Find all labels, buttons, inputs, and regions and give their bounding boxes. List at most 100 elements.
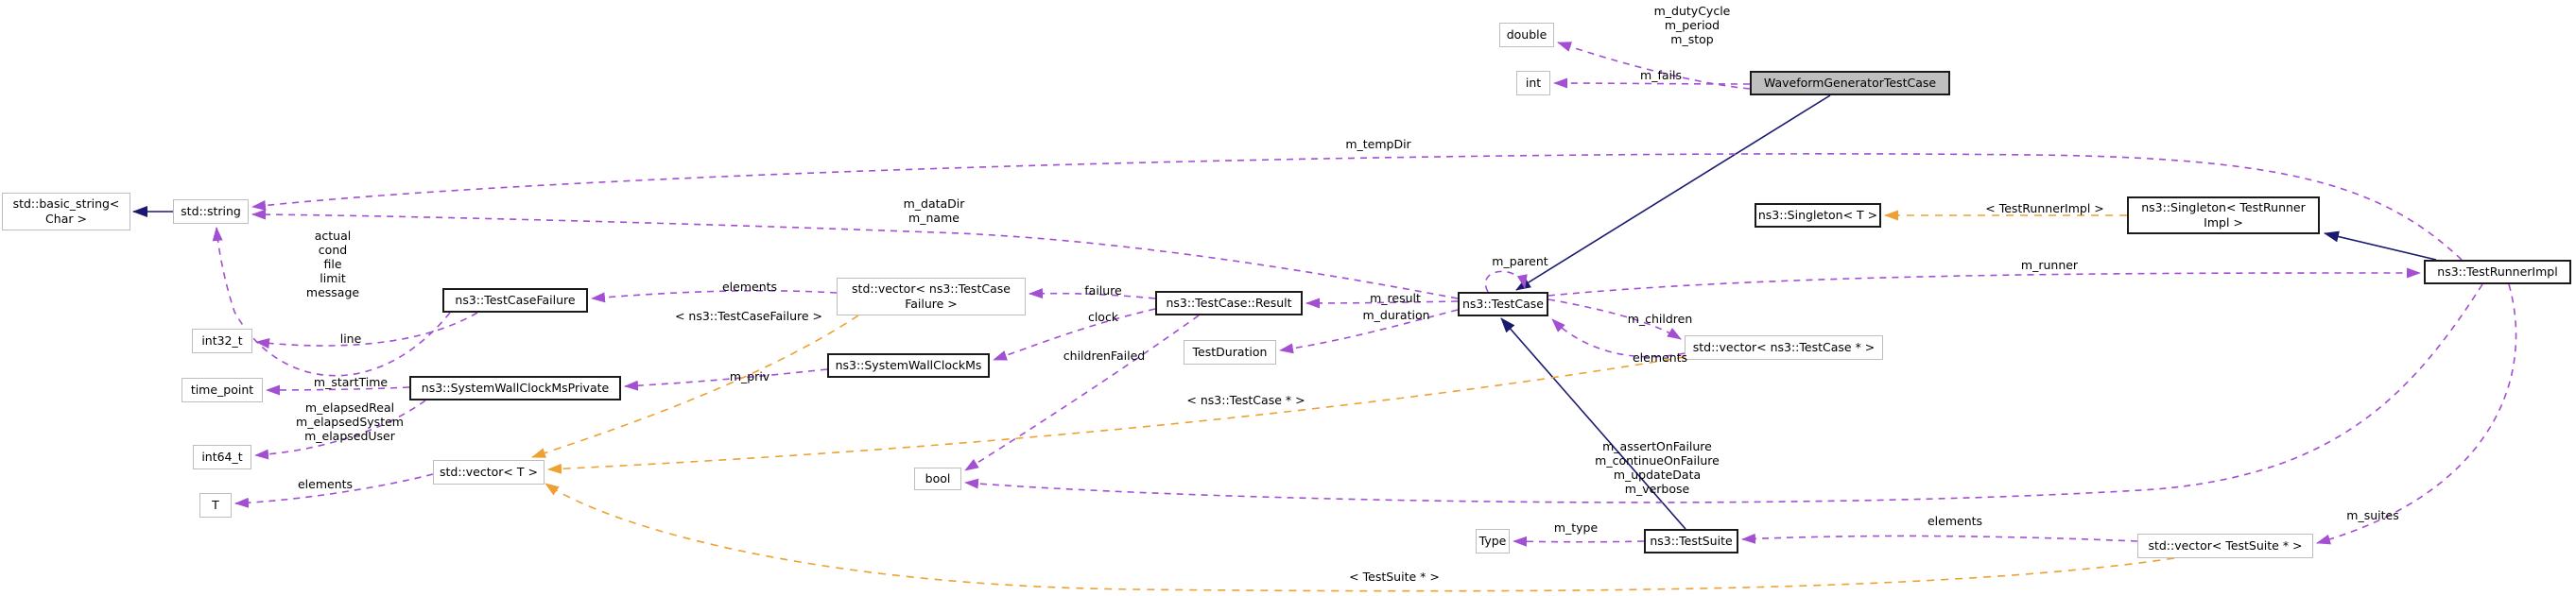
edge-label-line: limit xyxy=(320,271,346,285)
class-node-label: TestDuration xyxy=(1192,344,1268,359)
edge-label-line: m_stop xyxy=(1670,32,1714,46)
edge-inherit_tri-inherit xyxy=(2324,230,2437,261)
edge-label-line: m_continueOnFailure xyxy=(1595,453,1720,468)
class-node-label: std::string xyxy=(181,203,241,218)
edge-label-m_result: m_result xyxy=(1370,291,1421,305)
edge-label-line: m_parent xyxy=(1492,254,1548,268)
edge-inherit_wgtc-inherit xyxy=(1515,94,1831,291)
class-node-label: Char > xyxy=(45,212,87,226)
edge-label-m_fails: m_fails xyxy=(1640,68,1682,82)
edge-label-line: m_assertOnFailure xyxy=(1602,439,1712,453)
class-node-vects: std::vector< TestSuite * > xyxy=(2137,534,2313,558)
edge-m_children-member xyxy=(1547,298,1682,340)
class-node-tcf[interactable]: ns3::TestCaseFailure xyxy=(442,288,588,313)
class-node-double: double xyxy=(1499,23,1554,47)
class-node-label: std::vector< T > xyxy=(440,464,538,479)
edge-tmpl_ts-template xyxy=(545,483,2175,592)
edge-m_priv-member xyxy=(624,368,828,391)
class-node-label: ns3::SystemWallClockMs xyxy=(835,357,982,372)
class-node-label: WaveformGeneratorTestCase xyxy=(1763,75,1937,90)
edge-label-m_suites: m_suites xyxy=(2346,508,2398,522)
class-node-label: ns3::Singleton< T > xyxy=(1757,207,1878,222)
edge-label-tmpl_tcf: < ns3::TestCaseFailure > xyxy=(675,309,822,323)
edge-label-line: m_elapsedReal xyxy=(304,400,395,415)
class-node-label: ns3::SystemWallClockMsPrivate xyxy=(421,380,610,395)
class-node-label: T xyxy=(212,497,219,512)
edge-label-line: m_duration xyxy=(1362,308,1430,322)
class-node-label: bool xyxy=(925,470,951,485)
edge-label-line: line xyxy=(340,332,362,346)
edge-label-elements_tcf: elements xyxy=(722,280,777,294)
edge-label-line: message xyxy=(305,285,360,299)
edge-label-elements_ts: elements xyxy=(1928,514,1982,528)
edge-label-m_duration: m_duration xyxy=(1362,308,1429,322)
edge-label-m_starttime: m_startTime xyxy=(314,375,388,389)
class-node-label: Failure > xyxy=(905,297,958,311)
edge-m_runner-member xyxy=(1547,267,2421,297)
edge-clock-member xyxy=(993,308,1156,361)
class-node-label: double xyxy=(1506,26,1547,42)
edge-label-line: actual xyxy=(314,229,352,243)
class-node-tri[interactable]: ns3::TestRunnerImpl xyxy=(2424,260,2571,284)
edge-label-line: m_dutyCycle xyxy=(1653,4,1731,18)
class-node-wgtc: WaveformGeneratorTestCase xyxy=(1750,71,1950,95)
class-node-int: int xyxy=(1516,71,1550,95)
edge-label-tmpl_singleton: < TestRunnerImpl > xyxy=(1985,201,2104,215)
class-node-singletont[interactable]: ns3::Singleton< T > xyxy=(1755,203,1881,228)
class-node-label: ns3::TestRunnerImpl xyxy=(2437,264,2558,279)
edge-label-line: < ns3::TestCase * > xyxy=(1186,393,1305,407)
edge-label-line: m_children xyxy=(1627,312,1693,326)
edge-tmpl_tcptr-template xyxy=(547,356,1686,474)
edge-label-m_runner: m_runner xyxy=(2021,258,2078,272)
edge-label-line: childrenFailed xyxy=(1063,349,1146,363)
edge-elements_t-member xyxy=(234,473,434,508)
class-node-duration: TestDuration xyxy=(1184,340,1276,365)
edge-label-line: m_suites xyxy=(2346,508,2399,522)
class-node-label: time_point xyxy=(190,382,254,397)
class-node-label: ns3::TestCase xyxy=(1461,296,1545,311)
class-node-testcase[interactable]: ns3::TestCase xyxy=(1458,292,1548,316)
edge-m_type-member xyxy=(1513,536,1645,547)
edge-m_suites-member xyxy=(2316,283,2517,545)
class-node-label: ns3::Singleton< TestRunner xyxy=(2141,199,2306,214)
edge-m_starttime-member xyxy=(266,384,410,396)
edge-label-line: m_elapsedUser xyxy=(304,429,395,443)
class-node-result[interactable]: ns3::TestCase::Result xyxy=(1155,291,1303,315)
class-node-int64: int64_t xyxy=(193,445,251,469)
class-node-swcmp[interactable]: ns3::SystemWallClockMsPrivate xyxy=(409,376,621,400)
edge-label-m_tempdir: m_tempDir xyxy=(1345,137,1410,151)
edge-label-clock: clock xyxy=(1088,310,1118,324)
class-node-int32: int32_t xyxy=(192,329,252,353)
edge-label-line: m_period xyxy=(1664,18,1720,32)
edge-m_result-member xyxy=(1305,298,1459,309)
class-node-label: ns3::TestCaseFailure xyxy=(455,292,576,307)
class-node-basic_string: std::basic_string<Char > xyxy=(2,193,130,230)
edge-label-line: m_runner xyxy=(2020,258,2079,272)
class-node-bool: bool xyxy=(914,468,961,490)
edge-label-line: elements xyxy=(721,280,778,294)
edge-label-line: m_priv xyxy=(729,369,770,383)
edge-elements_tcf-member xyxy=(591,289,838,303)
class-node-swcm[interactable]: ns3::SystemWallClockMs xyxy=(827,353,990,378)
class-node-testsuite[interactable]: ns3::TestSuite xyxy=(1644,529,1738,553)
edge-label-line: cond xyxy=(318,243,348,257)
edge-label-line: < TestSuite * > xyxy=(1349,570,1440,584)
edge-m_fails-member xyxy=(1553,77,1751,89)
edge-label-line: file xyxy=(323,257,342,271)
edge-tmpl_tcf-template xyxy=(531,315,859,458)
class-node-label: int32_t xyxy=(201,332,243,348)
class-node-vect: std::vector< T > xyxy=(433,460,545,485)
edge-label-m_children: m_children xyxy=(1628,312,1693,326)
class-node-label: Type xyxy=(1478,533,1507,548)
class-node-label: int64_t xyxy=(201,449,243,464)
edge-m_duration-member xyxy=(1279,309,1459,354)
class-node-label: ns3::TestSuite xyxy=(1650,533,1733,548)
edge-label-line: < ns3::TestCaseFailure > xyxy=(674,309,823,323)
edge-label-m_parent: m_parent xyxy=(1492,254,1547,268)
edge-label-line: m_name xyxy=(908,211,960,225)
